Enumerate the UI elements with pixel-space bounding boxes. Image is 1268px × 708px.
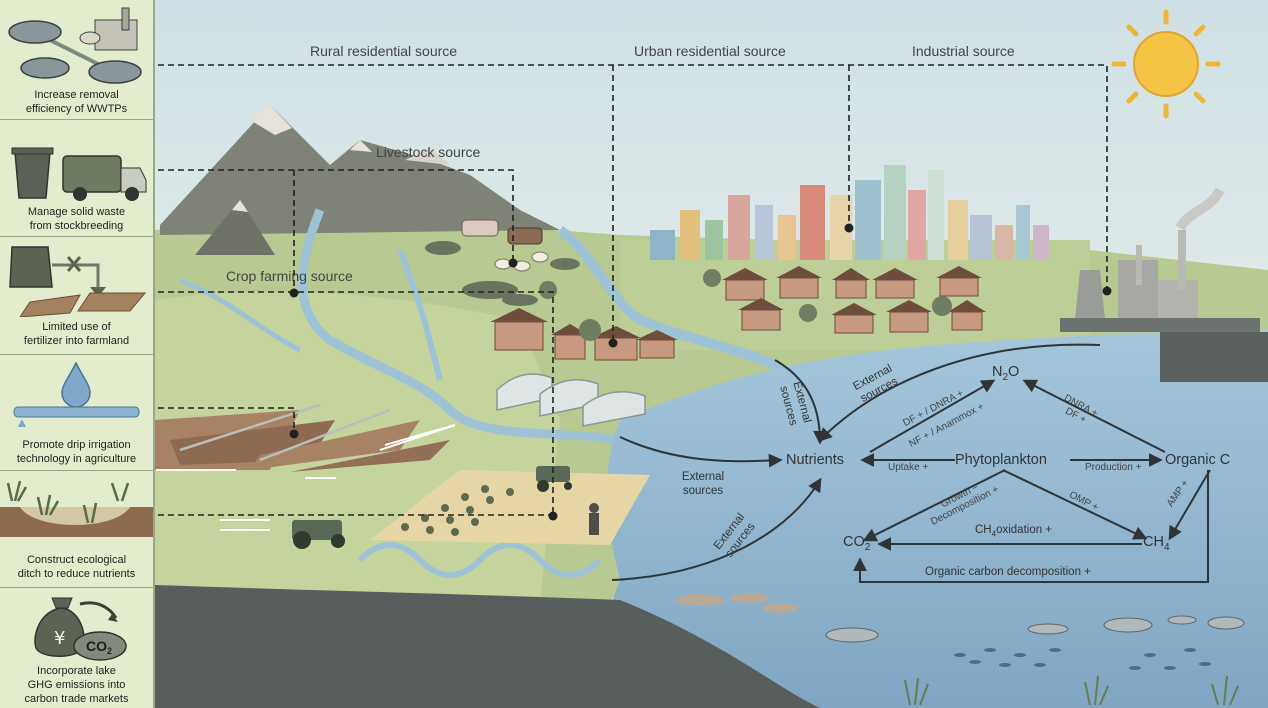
source-connectors <box>148 64 1108 516</box>
fertilizer-bag-icon <box>9 246 147 317</box>
lake-sediment <box>155 585 820 708</box>
production-label: Production + <box>1085 462 1142 473</box>
garbage-truck-icon <box>11 147 147 201</box>
livestock-source-label: Livestock source <box>376 144 481 160</box>
fish <box>825 615 1245 643</box>
water-drop-icon <box>13 361 140 427</box>
source-connector-dots <box>289 223 1112 521</box>
crop-farming-source-label: Crop farming source <box>226 268 353 284</box>
small-fish-school <box>954 648 1211 670</box>
fences <box>220 424 456 531</box>
sun-icon <box>1111 9 1221 119</box>
greenhouses <box>496 373 646 427</box>
rivers <box>179 208 803 578</box>
factory <box>1060 187 1268 382</box>
nutrients-node: Nutrients <box>786 452 845 468</box>
cows <box>461 219 549 272</box>
rural-residential-source-label: Rural residential source <box>310 43 458 59</box>
ch4-oxidation-label: CH4oxidation + <box>975 524 1053 539</box>
algal-mats <box>675 593 798 613</box>
ecological-ditch-icon <box>0 480 153 537</box>
tractors <box>292 466 599 549</box>
manure-mounds <box>425 241 580 306</box>
co2-cloud-text: CO2 <box>86 638 112 656</box>
external-source-arrows <box>611 343 1101 581</box>
organic-carbon-decomposition-label: Organic carbon decomposition + <box>925 566 1091 578</box>
nutrient-cycle-arrows <box>853 379 1211 583</box>
irrigation-pipes <box>179 403 391 462</box>
lake <box>604 330 1268 708</box>
industrial-source-label: Industrial source <box>912 43 1015 59</box>
money-bag-co2-icon: ¥ CO2 <box>34 597 127 661</box>
yen-symbol: ¥ <box>54 628 65 649</box>
trees <box>539 269 952 341</box>
organic-c-node: Organic C <box>1165 452 1231 468</box>
ch4-node: CH4 <box>1143 534 1170 553</box>
n2o-node: N2O <box>992 364 1020 383</box>
aquatic-plants <box>904 675 1239 706</box>
phytoplankton-node: Phytoplankton <box>955 452 1047 468</box>
co2-node: CO2 <box>843 534 871 553</box>
urban-residential-source-label: Urban residential source <box>634 43 786 59</box>
uptake-label: Uptake + <box>888 462 929 473</box>
wwtp-tanks-icon <box>8 7 142 84</box>
city-skyline <box>650 165 1049 260</box>
